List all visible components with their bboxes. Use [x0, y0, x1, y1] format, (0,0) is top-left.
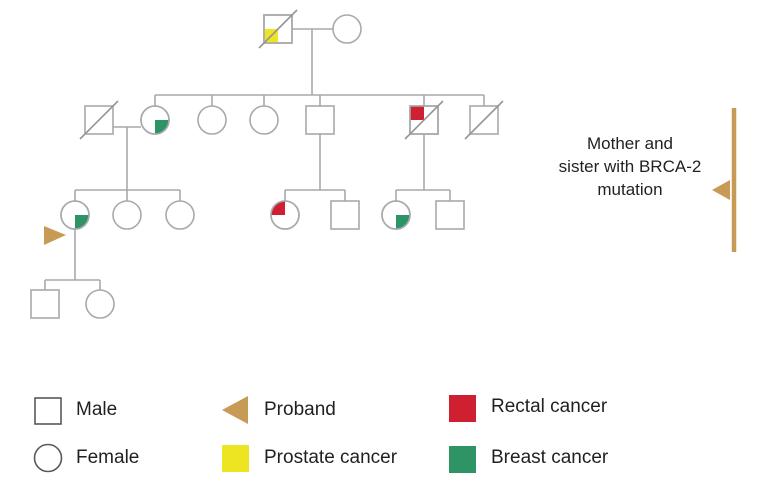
individual-ii-4[interactable]: [249, 105, 279, 135]
legend-label-breast: Breast cancer: [491, 447, 609, 468]
annotation-line-1: Mother and: [587, 134, 673, 153]
annotation-pointer-icon: [712, 180, 730, 200]
individual-ii-7[interactable]: [464, 100, 504, 140]
annotation-line-2: sister with BRCA-2: [558, 157, 702, 176]
individual-i-2[interactable]: [332, 14, 362, 44]
legend-glyph-breast: [449, 446, 476, 473]
legend-label-female: Female: [76, 447, 140, 468]
legend-label-prostate: Prostate cancer: [264, 447, 398, 468]
deceased-slash: [258, 9, 298, 49]
rectal-cancer-quadrant: [410, 106, 424, 120]
individual-iii-5[interactable]: [330, 200, 360, 230]
legend-glyph-female: [33, 443, 63, 473]
individual-ii-2[interactable]: [140, 105, 170, 135]
deceased-slash: [404, 100, 444, 140]
individual-iv-2[interactable]: [85, 289, 115, 319]
proband-arrow-icon: [44, 226, 66, 245]
individual-ii-5[interactable]: [305, 105, 335, 135]
individual-iii-6[interactable]: [381, 200, 411, 230]
deceased-slash: [464, 100, 504, 140]
brca2-annotation-text: Mother and sister with BRCA-2 mutation: [540, 132, 720, 201]
legend-label-rectal: Rectal cancer: [491, 396, 608, 417]
individual-iii-1-proband[interactable]: [44, 200, 90, 245]
legend-glyph-male: [34, 397, 62, 425]
individual-ii-6[interactable]: [404, 100, 444, 140]
individual-ii-3[interactable]: [197, 105, 227, 135]
legend-glyph-prostate: [222, 445, 249, 472]
individual-iv-1[interactable]: [30, 289, 60, 319]
individual-iii-7[interactable]: [435, 200, 465, 230]
legend-glyph-proband: [222, 396, 248, 424]
individual-iii-4[interactable]: [270, 200, 300, 230]
individual-iii-3[interactable]: [165, 200, 195, 230]
individual-i-1[interactable]: [258, 9, 298, 49]
annotation-bracket: [712, 108, 737, 252]
legend-glyph-rectal: [449, 395, 476, 422]
individual-ii-1[interactable]: [79, 100, 119, 140]
legend-label-male: Male: [76, 399, 118, 420]
individual-iii-2[interactable]: [112, 200, 142, 230]
deceased-slash: [79, 100, 119, 140]
annotation-line-3: mutation: [597, 180, 663, 199]
legend-label-proband: Proband: [264, 399, 336, 420]
connector-lines: [44, 28, 485, 290]
